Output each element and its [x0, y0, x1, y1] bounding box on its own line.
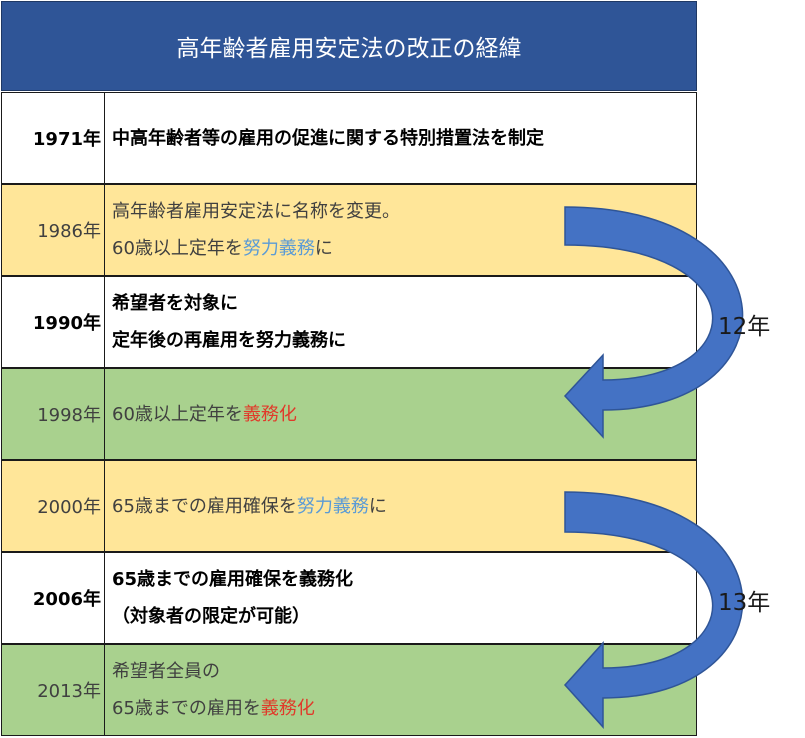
description-cell: 高年齢者雇用安定法に名称を変更。 60歳以上定年を努力義務に	[112, 185, 696, 275]
description-text: 60歳以上定年を	[112, 403, 243, 425]
description-text: 中高年齢者等の雇用の促進に関する特別措置法を制定	[112, 127, 544, 149]
year-cell: 2013年	[2, 645, 105, 735]
description-line: 希望者を対象に	[112, 285, 696, 322]
year-cell: 1971年	[2, 93, 105, 183]
description-line: 60歳以上定年を努力義務に	[112, 230, 696, 267]
year-cell: 1990年	[2, 277, 105, 367]
curved-arrow-13-years	[563, 491, 744, 729]
description-line: 60歳以上定年を義務化	[112, 396, 696, 433]
description-text: （対象者の限定が可能）	[112, 606, 310, 627]
description-line: 中高年齢者等の雇用の促進に関する特別措置法を制定	[112, 120, 696, 157]
description-text: 希望者を対象に	[112, 293, 238, 314]
description-line: 定年後の再雇用を努力義務に	[112, 322, 696, 359]
description-text: 高年齢者雇用安定法に名称を変更。	[112, 201, 400, 222]
gap-label-13-years: 13年	[718, 590, 771, 616]
description-line: 65歳までの雇用確保を義務化	[112, 561, 696, 598]
description-cell: 希望者全員の 65歳までの雇用を義務化	[112, 645, 696, 735]
year-cell: 1986年	[2, 185, 105, 275]
timeline-row-1990: 1990年 希望者を対象に定年後の再雇用を努力義務に	[1, 276, 697, 368]
diagram-title: 高年齢者雇用安定法の改正の経緯	[1, 1, 697, 91]
description-text: 希望者全員の	[112, 661, 220, 682]
description-text: に	[314, 238, 333, 259]
description-cell: 60歳以上定年を義務化	[112, 369, 696, 459]
description-line: （対象者の限定が可能）	[112, 598, 696, 635]
description-cell: 65歳までの雇用確保を努力義務に	[112, 461, 696, 551]
description-text: 定年後の再雇用を努力義務に	[112, 330, 346, 351]
timeline-row-1986: 1986年 高年齢者雇用安定法に名称を変更。 60歳以上定年を努力義務に	[1, 184, 697, 276]
highlighted-text: 義務化	[260, 698, 315, 719]
timeline-row-2006: 2006年 65歳までの雇用確保を義務化 （対象者の限定が可能）	[1, 552, 697, 644]
description-line: 高年齢者雇用安定法に名称を変更。	[112, 193, 696, 230]
description-line: 希望者全員の	[112, 653, 696, 690]
description-text: 60歳以上定年を	[112, 238, 243, 259]
gap-label-12-years: 12年	[718, 314, 771, 340]
description-cell: 中高年齢者等の雇用の促進に関する特別措置法を制定	[112, 93, 696, 183]
description-cell: 希望者を対象に定年後の再雇用を努力義務に	[112, 277, 696, 367]
year-cell: 1998年	[2, 369, 105, 459]
year-cell: 2000年	[2, 461, 105, 551]
year-cell: 2006年	[2, 553, 105, 643]
description-cell: 65歳までの雇用確保を義務化 （対象者の限定が可能）	[112, 553, 696, 643]
highlighted-text: 義務化	[242, 403, 297, 425]
timeline-row-1971: 1971年 中高年齢者等の雇用の促進に関する特別措置法を制定	[1, 92, 697, 184]
curved-arrow-12-years	[563, 206, 744, 439]
description-text: に	[368, 495, 387, 517]
description-line: 65歳までの雇用を義務化	[112, 690, 696, 727]
description-text: 65歳までの雇用確保を	[112, 495, 297, 517]
description-text: 65歳までの雇用確保を義務化	[112, 569, 354, 590]
highlighted-text: 努力義務	[242, 238, 315, 259]
highlighted-text: 努力義務	[296, 495, 369, 517]
description-line: 65歳までの雇用確保を努力義務に	[112, 488, 696, 525]
description-text: 65歳までの雇用を	[112, 698, 261, 719]
